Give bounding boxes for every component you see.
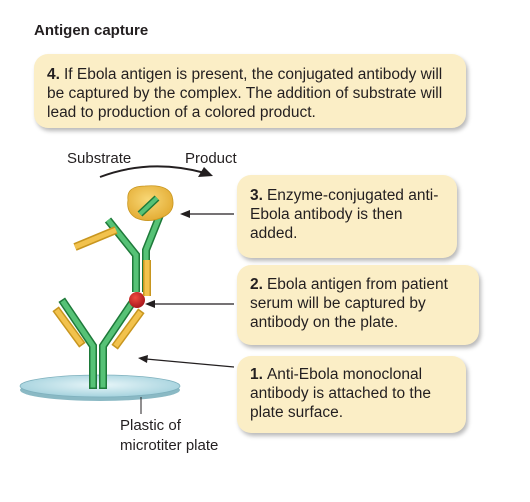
product-label: Product bbox=[185, 150, 237, 167]
step-1-text: Anti-Ebola monoclonal antibody is attach… bbox=[250, 366, 431, 421]
pointer-arrow-step-1 bbox=[138, 355, 235, 368]
pointer-arrow-step-2 bbox=[145, 300, 234, 308]
plate-label-line-2: microtiter plate bbox=[120, 437, 219, 454]
ebola-antigen bbox=[129, 292, 145, 308]
step-4-text: If Ebola antigen is present, the conjuga… bbox=[47, 66, 443, 121]
page-title: Antigen capture bbox=[34, 22, 149, 39]
pointer-arrow-step-3 bbox=[180, 210, 234, 218]
substrate-label: Substrate bbox=[67, 150, 132, 167]
substrate-to-product-arrow bbox=[99, 165, 213, 178]
step-2-number: 2. bbox=[250, 276, 263, 293]
step-1-callout: 1.Anti-Ebola monoclonal antibody is atta… bbox=[237, 356, 466, 433]
step-3-number: 3. bbox=[250, 187, 263, 204]
step-4-number: 4. bbox=[47, 66, 60, 83]
step-3-callout: 3.Enzyme-conjugated anti-Ebola antibody … bbox=[237, 175, 457, 258]
step-4-callout: 4.If Ebola antigen is present, the conju… bbox=[34, 54, 466, 128]
step-2-callout: 2.Ebola antigen from patient serum will … bbox=[237, 265, 479, 345]
detection-antibody bbox=[73, 208, 166, 296]
step-3-text: Enzyme-conjugated anti-Ebola antibody is… bbox=[250, 187, 439, 242]
step-2-text: Ebola antigen from patient serum will be… bbox=[250, 276, 448, 331]
plate-label: Plastic of microtiter plate bbox=[120, 416, 218, 456]
plate-label-line-1: Plastic of bbox=[120, 417, 181, 434]
step-1-number: 1. bbox=[250, 366, 263, 383]
capture-antibody bbox=[52, 297, 145, 389]
